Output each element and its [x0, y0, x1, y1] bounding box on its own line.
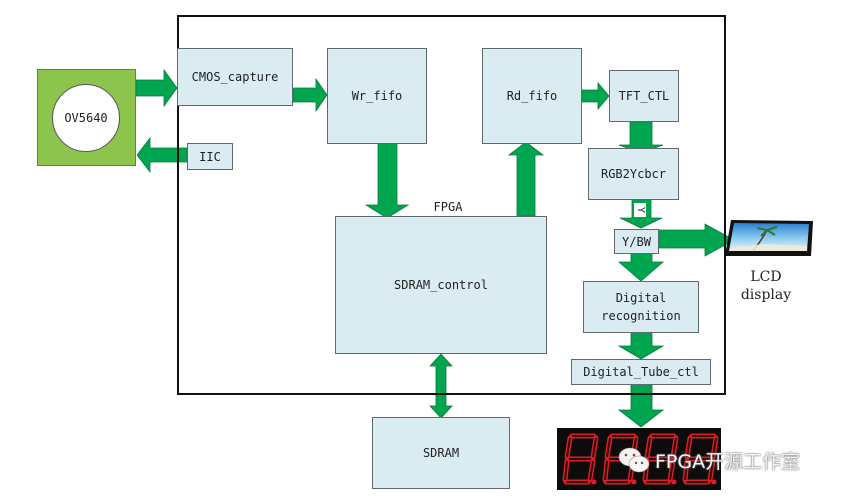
y-bw-block[interactable]: Y/BW	[614, 229, 659, 254]
segment-decimal-point	[631, 479, 637, 485]
camera-label: OV5640	[64, 111, 108, 125]
lcd-label-line1: LCD	[750, 269, 782, 285]
segment-decimal-point	[711, 479, 717, 485]
sdram-block[interactable]: SDRAM	[372, 417, 510, 489]
segment-bar-inner	[566, 437, 571, 458]
digital-tube-ctl-block[interactable]: Digital_Tube_ctl	[571, 359, 711, 385]
segment-bar-inner	[672, 437, 677, 458]
wr-fifo-block[interactable]: Wr_fifo	[327, 48, 427, 144]
arrow-sdramctl-to-rdfifo	[507, 141, 545, 217]
iic-block[interactable]: IIC	[187, 143, 233, 170]
ov5640-camera-node[interactable]: OV5640	[37, 69, 136, 166]
arrow-wrfifo-to-sdramctl	[364, 142, 410, 219]
cmos-capture-block[interactable]: CMOS_capture	[177, 48, 293, 106]
rgb2ycbcr-label: RGB2Ycbcr	[600, 167, 667, 181]
segment-bar-inner	[604, 460, 608, 481]
arrow-camera-to-cmos	[135, 68, 178, 108]
fpga-container	[177, 15, 726, 395]
digital-tube-ctl-label: Digital_Tube_ctl	[583, 365, 699, 379]
sdram-label: SDRAM	[422, 446, 460, 460]
segment-bar-inner	[712, 437, 717, 458]
arrow-ybw-to-recognition	[617, 252, 665, 282]
lcd-label-line2: display	[740, 287, 792, 303]
rgb2ycbcr-block[interactable]: RGB2Ycbcr	[588, 148, 679, 200]
iic-label: IIC	[199, 149, 221, 164]
segment-bar-inner	[709, 460, 714, 481]
arrow-recognition-to-tubectl	[617, 331, 665, 360]
segment-bar-inner	[686, 437, 691, 458]
segment-digit	[642, 433, 679, 485]
rd-fifo-label: Rd_fifo	[506, 89, 558, 103]
arrow-cmos-to-wrfifo	[292, 77, 328, 113]
segment-bar-inner	[564, 460, 568, 481]
lcd-label: LCD display	[728, 268, 804, 304]
segment-decimal-point	[591, 479, 597, 485]
digital-recognition-label-line2: recognition	[601, 309, 681, 323]
digital-recognition-label-line1: Digital	[615, 291, 667, 305]
segment-digit	[682, 433, 719, 485]
tft-ctl-label: TFT_CTL	[618, 89, 670, 103]
segment-bar-inner	[684, 460, 688, 481]
y-bw-label: Y/BW	[622, 234, 651, 249]
arrow-iic-to-camera	[136, 136, 188, 174]
sdram-control-label: SDRAM_control	[394, 278, 488, 292]
y-edge-label: Y	[634, 203, 646, 217]
wr-fifo-label: Wr_fifo	[351, 89, 403, 103]
camera-lens-icon: OV5640	[52, 84, 120, 152]
wechat-icon	[618, 447, 650, 473]
segment-bar-inner	[646, 437, 651, 458]
segment-digit	[562, 433, 599, 485]
segment-bar-inner	[589, 460, 594, 481]
segment-decimal-point	[671, 479, 677, 485]
fpga-label: FPGA	[433, 200, 463, 214]
digital-recognition-block[interactable]: Digital recognition	[583, 281, 699, 333]
arrow-ybw-to-lcd	[658, 223, 735, 257]
segment-bar-inner	[606, 437, 611, 458]
lcd-screen-icon[interactable]	[723, 218, 815, 258]
seven-segment-display-icon[interactable]	[557, 428, 721, 490]
segment-bar-inner	[592, 437, 597, 458]
sdram-control-block[interactable]: SDRAM_control	[335, 216, 547, 354]
watermark-text: FPGA开源工作室	[655, 450, 801, 473]
watermark: FPGA开源工作室	[617, 443, 800, 477]
rd-fifo-block[interactable]: Rd_fifo	[482, 48, 582, 144]
tft-ctl-block[interactable]: TFT_CTL	[609, 70, 679, 122]
cmos-capture-label: CMOS_capture	[191, 70, 279, 84]
seven-segment-digits	[562, 433, 719, 485]
segment-bar-inner	[669, 460, 674, 481]
